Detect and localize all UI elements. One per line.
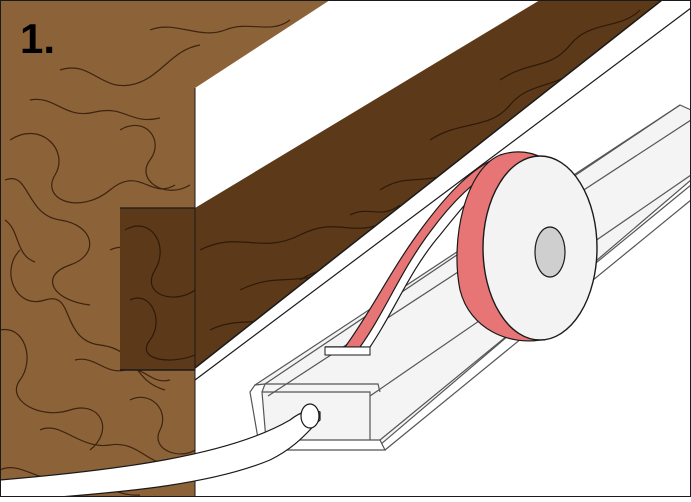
adhesive-tape-roll [456, 151, 598, 342]
step-number: 1. [20, 15, 56, 62]
power-cable [0, 403, 321, 498]
